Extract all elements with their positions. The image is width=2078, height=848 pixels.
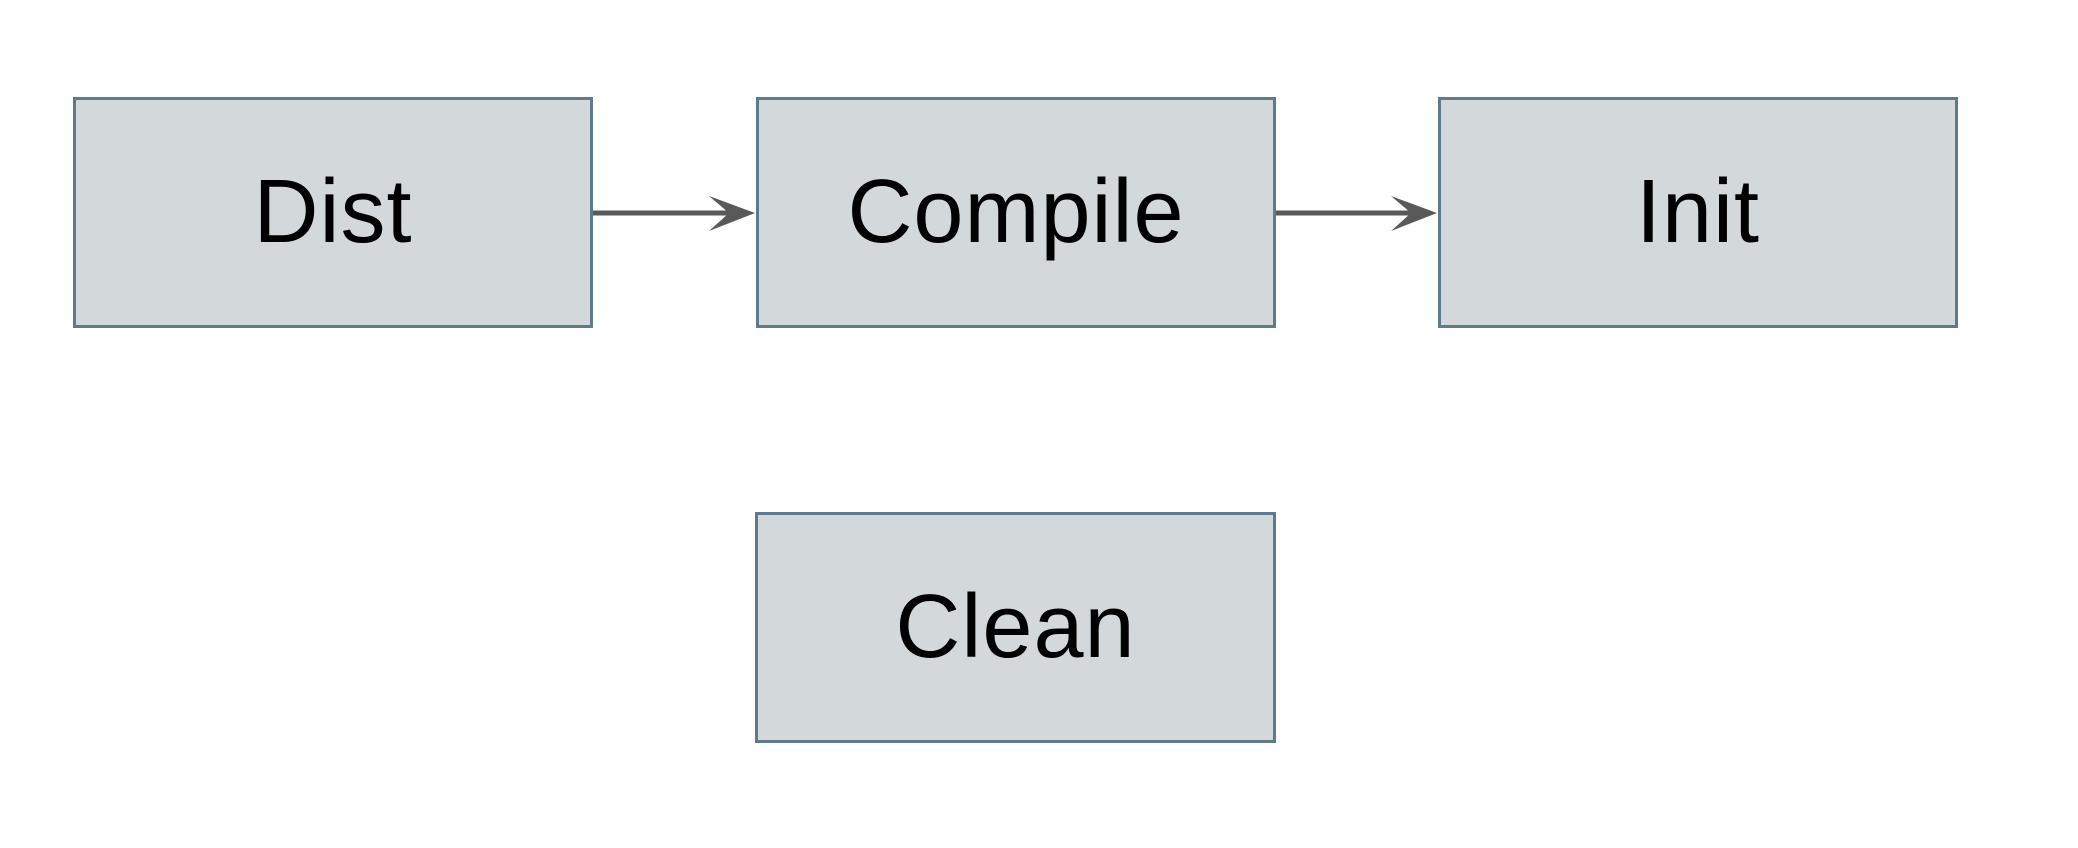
node-init: Init [1438, 97, 1958, 328]
node-compile-label: Compile [847, 162, 1185, 262]
node-clean-label: Clean [895, 577, 1136, 677]
node-compile: Compile [756, 97, 1276, 328]
node-clean: Clean [755, 512, 1276, 743]
node-dist: Dist [73, 97, 593, 328]
arrow-head-icon [1391, 196, 1437, 231]
node-init-label: Init [1635, 162, 1761, 262]
arrow-dist-to-compile [593, 196, 755, 231]
arrow-compile-to-init [1276, 196, 1437, 231]
arrow-head-icon [709, 196, 755, 231]
node-dist-label: Dist [253, 162, 413, 262]
